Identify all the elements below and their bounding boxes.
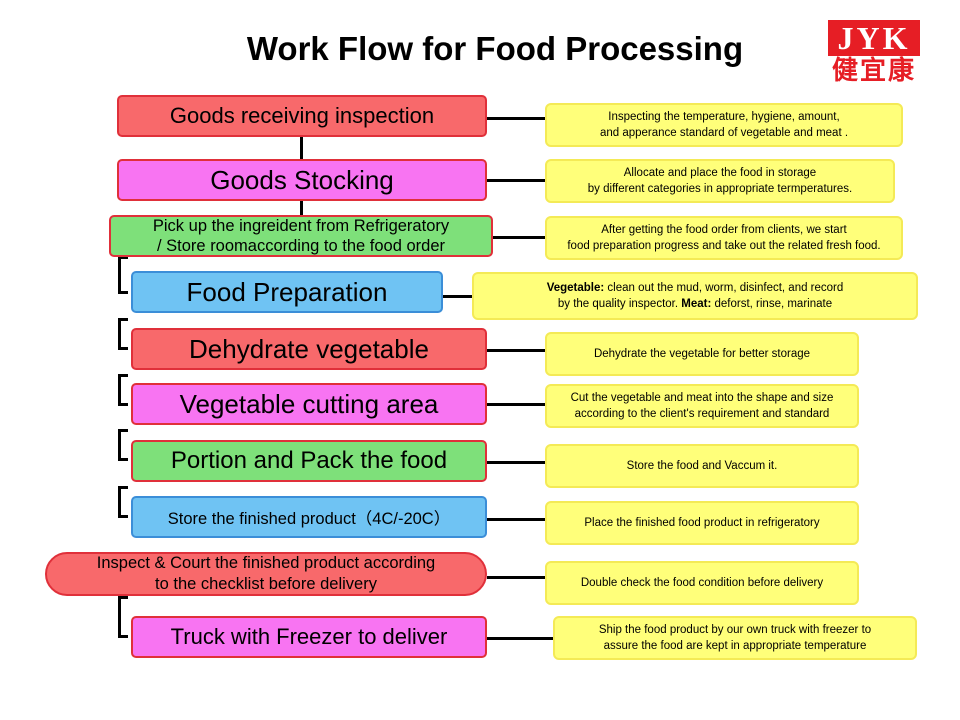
bracket-4-5 [118,318,128,350]
note-food-preparation: Vegetable: clean out the mud, worm, disi… [472,272,918,320]
link-5 [487,349,545,352]
link-3 [493,236,545,239]
note-inspection: Inspecting the temperature, hygiene, amo… [545,103,903,147]
note-line2: by different categories in appropriate t… [587,183,853,195]
link-2 [487,179,545,182]
link-7 [487,461,545,464]
note-line2: and apperance standard of vegetable and … [599,127,849,139]
note-dehydrate: Dehydrate the vegetable for better stora… [545,332,859,376]
logo-chinese: 健宜康 [831,56,916,86]
step-truck-with-freezer: Truck with Freezer to deliver [131,616,487,658]
note-line1: Cut the vegetable and meat into the shap… [570,392,834,404]
vegetable-label: Vegetable: [546,282,605,294]
note-text: Place the finished food product in refri… [584,517,820,529]
note-store-finished: Place the finished food product in refri… [545,501,859,545]
step-food-preparation: Food Preparation [131,271,443,313]
step-label-line1: Inspect & Court the finished product acc… [96,554,436,572]
step-pick-up-ingredient: Pick up the ingreident from Refrigerator… [109,215,493,257]
link-10 [487,637,553,640]
note-text: Dehydrate the vegetable for better stora… [593,348,811,360]
note-line2: food preparation progress and take out t… [567,240,881,252]
bracket-9-10 [118,596,128,638]
note-text: Double check the food condition before d… [580,577,824,589]
step-label: Truck with Freezer to deliver [170,624,448,649]
connector-1-2 [300,136,303,159]
vegetable-text: clean out the mud, worm, disinfect, and … [604,282,844,294]
step-vegetable-cutting-area: Vegetable cutting area [131,383,487,425]
note-truck: Ship the food product by our own truck w… [553,616,917,660]
step-label: Portion and Pack the food [170,447,448,474]
bracket-7-8 [118,486,128,518]
connector-2-3 [300,200,303,216]
note-double-check: Double check the food condition before d… [545,561,859,605]
note-line1: Inspecting the temperature, hygiene, amo… [608,111,840,123]
step-store-finished-product: Store the finished product（4C/-20C） [131,496,487,538]
page-title: Work Flow for Food Processing [246,30,744,67]
logo-latin: JYK [828,20,920,56]
step-label: Vegetable cutting area [179,388,439,419]
step-dehydrate-vegetable: Dehydrate vegetable [131,328,487,370]
note-line1: Ship the food product by our own truck w… [598,624,872,636]
note-line2: according to the client's requirement an… [574,408,830,420]
link-8 [487,518,545,521]
step-label-line1: Pick up the ingreident from Refrigerator… [152,217,450,235]
step-label: Goods Stocking [210,164,394,195]
note-line2-pre: by the quality inspector. [557,298,682,310]
note-line2: by the quality inspector. Meat: deforst,… [547,296,844,312]
step-label: Store the finished product（4C/-20C） [167,510,451,528]
note-cutting: Cut the vegetable and meat into the shap… [545,384,859,428]
step-goods-receiving-inspection: Goods receiving inspection [117,95,487,137]
note-line1: Allocate and place the food in storage [623,167,817,179]
link-1 [487,117,545,120]
meat-text: deforst, rinse, marinate [711,298,833,310]
bracket-3-4 [118,256,128,294]
note-pick-up: After getting the food order from client… [545,216,903,260]
link-6 [487,403,545,406]
meat-label: Meat: [681,298,712,310]
step-inspect-and-count: Inspect & Court the finished product acc… [45,552,487,596]
step-label-line2: to the checklist before delivery [155,575,377,593]
bracket-5-6 [118,374,128,406]
note-text: Store the food and Vaccum it. [626,460,778,472]
link-4 [443,295,473,298]
step-label: Dehydrate vegetable [189,333,429,364]
link-9 [487,576,545,579]
step-portion-and-pack: Portion and Pack the food [131,440,487,482]
note-line1: Vegetable: clean out the mud, worm, disi… [547,280,844,296]
note-line2: assure the food are kept in appropriate … [603,640,867,652]
step-goods-stocking: Goods Stocking [117,159,487,201]
note-line1: After getting the food order from client… [601,224,847,236]
step-label: Goods receiving inspection [169,103,435,128]
step-label-line2: / Store roomaccording to the food order [157,237,445,255]
note-stocking: Allocate and place the food in storage b… [545,159,895,203]
bracket-6-7 [118,429,128,461]
step-label: Food Preparation [186,276,388,307]
note-portion-pack: Store the food and Vaccum it. [545,444,859,488]
company-logo: JYK 健宜康 [826,20,922,88]
